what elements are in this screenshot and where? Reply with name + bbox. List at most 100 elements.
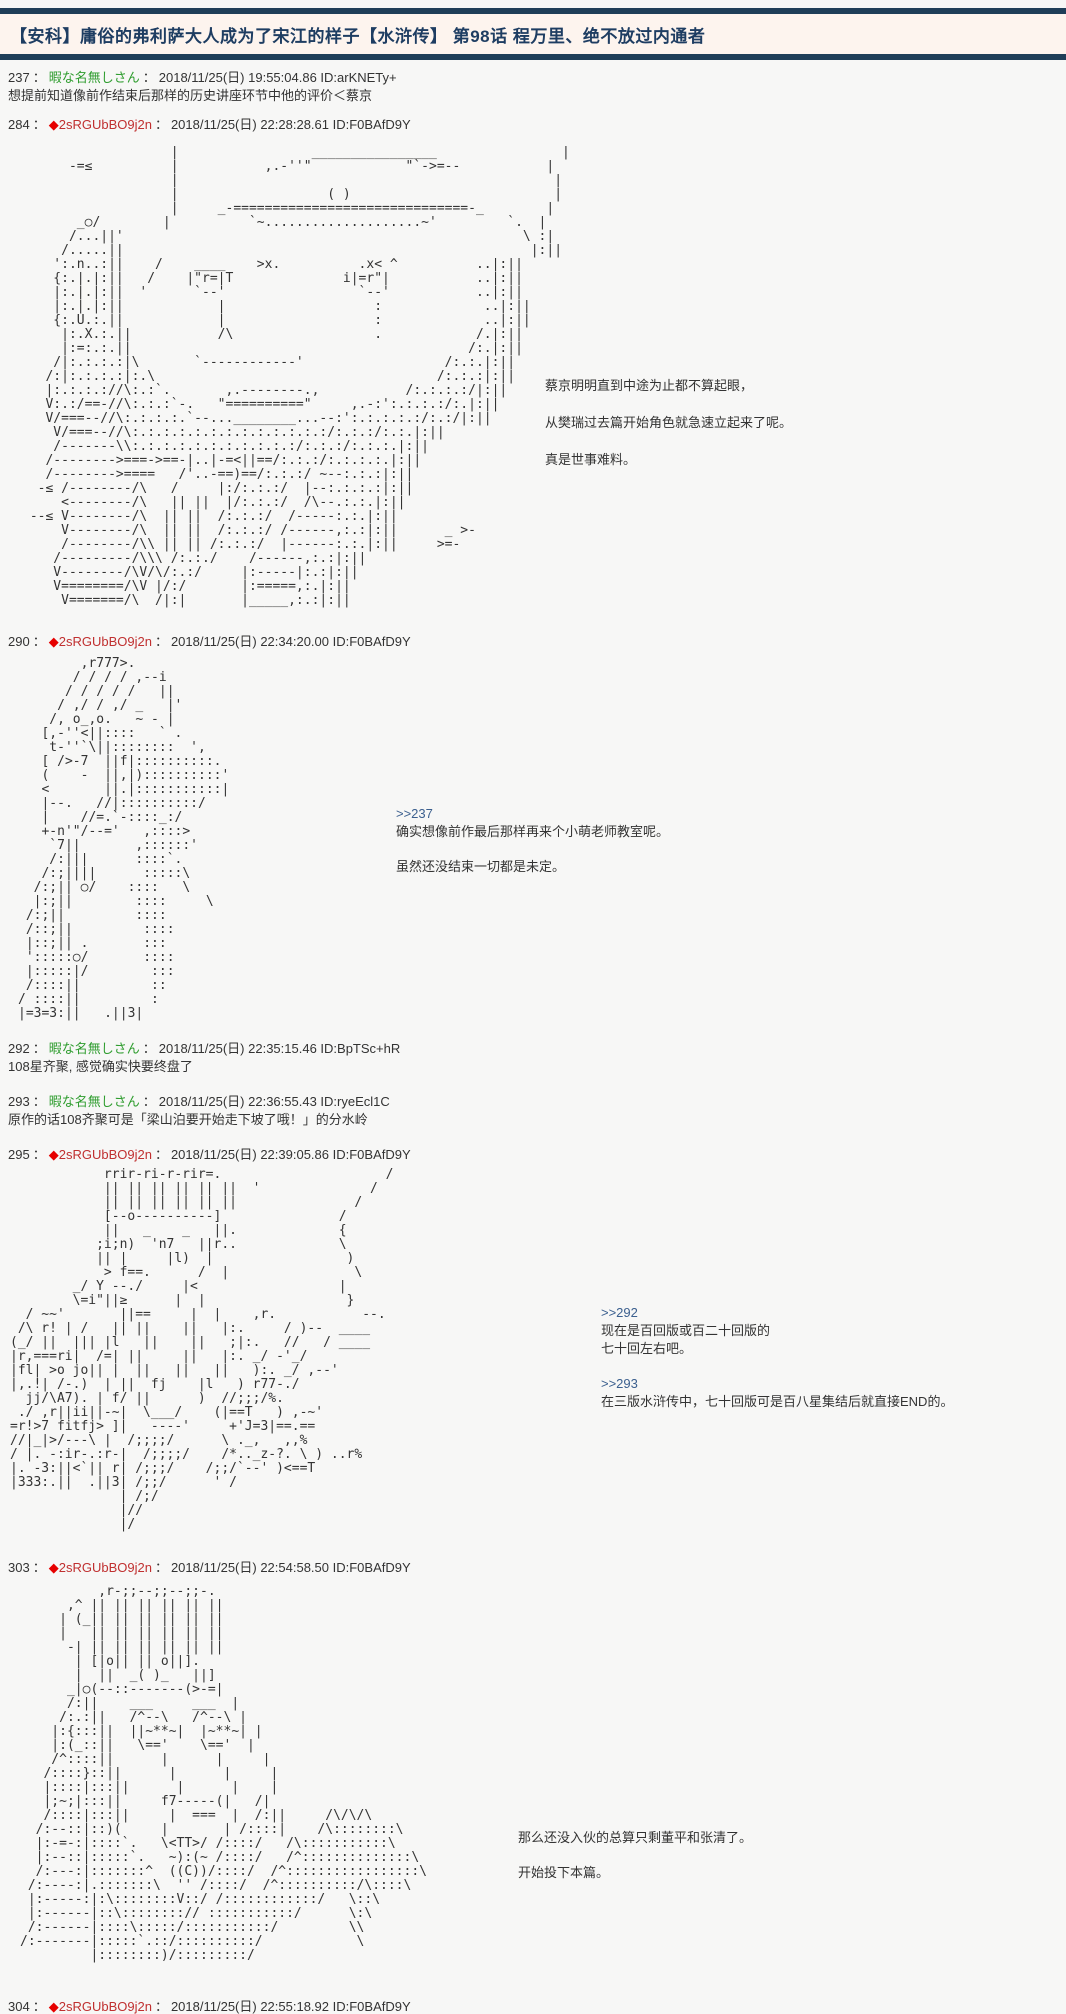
post-header: 303：◆2sRGUbBO9j2n：2018/11/25(日) 22:54:58… bbox=[8, 1560, 1066, 1575]
side-text-line: 现在是百回版或百二十回版的 bbox=[601, 1323, 771, 1338]
tripcode-text: 2sRGUbBO9j2n bbox=[58, 1999, 152, 2014]
post-body: 想提前知道像前作结束后那样的历史讲座环节中他的评价＜蔡京 bbox=[8, 88, 373, 103]
post-284: 284：◆2sRGUbBO9j2n：2018/11/25(日) 22:28:28… bbox=[8, 117, 1066, 608]
post-number: 290 bbox=[8, 634, 30, 649]
separator: ： bbox=[32, 117, 46, 132]
reply-anchor-link[interactable]: >>237 bbox=[396, 806, 433, 821]
title-top-bar bbox=[0, 8, 1066, 14]
separator: ： bbox=[32, 70, 46, 85]
thread-title-banner: 【安科】庸俗的弗利萨大人成为了宋江的样子【水浒传】 第98话 程万里、绝不放过内… bbox=[0, 14, 1066, 54]
post-number: 292 bbox=[8, 1041, 30, 1056]
title-bottom-bar bbox=[0, 54, 1066, 60]
poster-name: 暇な名無しさん bbox=[48, 70, 140, 85]
poster-name-tripcode: ◆2sRGUbBO9j2n bbox=[49, 117, 152, 132]
side-text-line: 从樊瑞过去篇开始角色就急速立起来了呢。 bbox=[545, 415, 793, 430]
ascii-art: | ________________ | -=≤ | ,.-''" "`->=-… bbox=[29, 145, 570, 608]
tripcode-diamond-icon: ◆ bbox=[48, 1560, 59, 1575]
separator: ： bbox=[32, 1147, 46, 1162]
tripcode-diamond-icon: ◆ bbox=[48, 1147, 59, 1162]
post-header: 293：暇な名無しさん：2018/11/25(日) 22:36:55.43 ID… bbox=[8, 1094, 1066, 1109]
post-header: 292：暇な名無しさん：2018/11/25(日) 22:35:15.46 ID… bbox=[8, 1041, 1066, 1056]
side-text-line: 蔡京明明直到中途为止都不算起眼， bbox=[545, 378, 754, 393]
side-commentary: >>237 确实想像前作最后那样再来个小萌老师教室呢。 虽然还没结束一切都是未定… bbox=[396, 805, 669, 876]
separator: ： bbox=[154, 1999, 168, 2014]
ascii-art: ,r777>. / / / / ,--i / / / / / || / ,/ /… bbox=[18, 656, 230, 1021]
post-header: 284：◆2sRGUbBO9j2n：2018/11/25(日) 22:28:28… bbox=[8, 117, 1066, 132]
side-commentary: 那么还没入伙的总算只剩董平和张清了。 开始投下本篇。 bbox=[518, 1829, 752, 1882]
post-meta: 2018/11/25(日) 22:39:05.86 ID:F0BAfD9Y bbox=[170, 1147, 411, 1162]
poster-name: 暇な名無しさん bbox=[48, 1041, 140, 1056]
side-commentary: >>292 现在是百回版或百二十回版的 七十回左右吧。 >>293 在三版水浒传… bbox=[601, 1304, 953, 1411]
reply-anchor-link[interactable]: >>293 bbox=[601, 1376, 638, 1391]
post-meta: 2018/11/25(日) 22:36:55.43 ID:ryeEcl1C bbox=[158, 1094, 390, 1109]
post-237: 237：暇な名無しさん：2018/11/25(日) 19:55:04.86 ID… bbox=[8, 70, 1066, 103]
post-body: 原作的话108齐聚可是「梁山泊要开始走下坡了哦！」的分水岭 bbox=[8, 1112, 368, 1127]
separator: ： bbox=[154, 1147, 168, 1162]
post-number: 284 bbox=[8, 117, 30, 132]
separator: ： bbox=[32, 1094, 46, 1109]
side-text-line: 虽然还没结束一切都是未定。 bbox=[396, 859, 566, 874]
post-meta: 2018/11/25(日) 22:54:58.50 ID:F0BAfD9Y bbox=[170, 1560, 411, 1575]
side-text-line: 开始投下本篇。 bbox=[518, 1865, 610, 1880]
post-295: 295：◆2sRGUbBO9j2n：2018/11/25(日) 22:39:05… bbox=[8, 1147, 1066, 1532]
side-commentary: 蔡京明明直到中途为止都不算起眼， 从樊瑞过去篇开始角色就急速立起来了呢。 真是世… bbox=[545, 377, 792, 469]
poster-name: 暇な名無しさん bbox=[48, 1094, 140, 1109]
reply-anchor-link[interactable]: >>292 bbox=[601, 1305, 638, 1320]
ascii-art-section: rrir-ri-r-rir=. / || || || || || || ' / … bbox=[8, 1162, 1066, 1532]
separator: ： bbox=[32, 1041, 46, 1056]
side-text-line: 确实想像前作最后那样再来个小萌老师教室呢。 bbox=[396, 824, 670, 839]
separator: ： bbox=[154, 634, 168, 649]
side-text-line: 在三版水浒传中，七十回版可是百八星集结后就直接END的。 bbox=[601, 1394, 954, 1409]
post-292: 292：暇な名無しさん：2018/11/25(日) 22:35:15.46 ID… bbox=[8, 1041, 1066, 1074]
separator: ： bbox=[154, 1560, 168, 1575]
side-text-line: 七十回左右吧。 bbox=[601, 1341, 693, 1356]
post-number: 237 bbox=[8, 70, 30, 85]
post-number: 303 bbox=[8, 1560, 30, 1575]
post-meta: 2018/11/25(日) 22:34:20.00 ID:F0BAfD9Y bbox=[170, 634, 411, 649]
post-header: 237：暇な名無しさん：2018/11/25(日) 19:55:04.86 ID… bbox=[8, 70, 1066, 85]
page-top-margin bbox=[0, 0, 1066, 8]
poster-name-tripcode: ◆2sRGUbBO9j2n bbox=[49, 634, 152, 649]
tripcode-text: 2sRGUbBO9j2n bbox=[58, 634, 152, 649]
separator: ： bbox=[142, 1094, 156, 1109]
tripcode-text: 2sRGUbBO9j2n bbox=[58, 1560, 152, 1575]
post-header: 304：◆2sRGUbBO9j2n：2018/11/25(日) 22:55:18… bbox=[8, 1999, 1066, 2014]
post-meta: 2018/11/25(日) 22:55:18.92 ID:F0BAfD9Y bbox=[170, 1999, 411, 2014]
poster-name-tripcode: ◆2sRGUbBO9j2n bbox=[49, 1147, 152, 1162]
ascii-art-section: ,r-;;--;;--;;-. ,^ || || || || || || | (… bbox=[8, 1575, 1066, 1963]
side-text-line: 那么还没入伙的总算只剩董平和张清了。 bbox=[518, 1830, 753, 1845]
tripcode-diamond-icon: ◆ bbox=[48, 117, 59, 132]
ascii-art: ,r-;;--;;--;;-. ,^ || || || || || || | (… bbox=[20, 1584, 427, 1963]
post-304: 304：◆2sRGUbBO9j2n：2018/11/25(日) 22:55:18… bbox=[8, 1999, 1066, 2014]
separator: ： bbox=[142, 70, 156, 85]
post-number: 293 bbox=[8, 1094, 30, 1109]
tripcode-text: 2sRGUbBO9j2n bbox=[58, 1147, 152, 1162]
separator: ： bbox=[32, 1560, 46, 1575]
poster-name-tripcode: ◆2sRGUbBO9j2n bbox=[49, 1560, 152, 1575]
separator: ： bbox=[142, 1041, 156, 1056]
tripcode-diamond-icon: ◆ bbox=[48, 634, 59, 649]
ascii-art-section: ,r777>. / / / / ,--i / / / / / || / ,/ /… bbox=[8, 649, 1066, 1021]
separator: ： bbox=[32, 634, 46, 649]
post-303: 303：◆2sRGUbBO9j2n：2018/11/25(日) 22:54:58… bbox=[8, 1560, 1066, 1963]
separator: ： bbox=[32, 1999, 46, 2014]
tripcode-text: 2sRGUbBO9j2n bbox=[58, 117, 152, 132]
separator: ： bbox=[154, 117, 168, 132]
post-meta: 2018/11/25(日) 22:35:15.46 ID:BpTSc+hR bbox=[158, 1041, 401, 1056]
post-number: 295 bbox=[8, 1147, 30, 1162]
post-header: 290：◆2sRGUbBO9j2n：2018/11/25(日) 22:34:20… bbox=[8, 634, 1066, 649]
post-number: 304 bbox=[8, 1999, 30, 2014]
post-body: 108星齐聚, 感觉确实快要终盘了 bbox=[8, 1059, 193, 1074]
ascii-art: rrir-ri-r-rir=. / || || || || || || ' / … bbox=[10, 1167, 394, 1532]
side-text-line: 真是世事难料。 bbox=[545, 452, 637, 467]
thread-title: 【安科】庸俗的弗利萨大人成为了宋江的样子【水浒传】 第98话 程万里、绝不放过内… bbox=[10, 27, 706, 46]
post-290: 290：◆2sRGUbBO9j2n：2018/11/25(日) 22:34:20… bbox=[8, 634, 1066, 1021]
post-meta: 2018/11/25(日) 22:28:28.61 ID:F0BAfD9Y bbox=[170, 117, 411, 132]
ascii-art-section: | ________________ | -=≤ | ,.-''" "`->=-… bbox=[8, 132, 1066, 608]
post-header: 295：◆2sRGUbBO9j2n：2018/11/25(日) 22:39:05… bbox=[8, 1147, 1066, 1162]
poster-name-tripcode: ◆2sRGUbBO9j2n bbox=[49, 1999, 152, 2014]
post-293: 293：暇な名無しさん：2018/11/25(日) 22:36:55.43 ID… bbox=[8, 1094, 1066, 1127]
tripcode-diamond-icon: ◆ bbox=[48, 1999, 59, 2014]
post-meta: 2018/11/25(日) 19:55:04.86 ID:arKNETy+ bbox=[158, 70, 397, 85]
post-list: 237：暇な名無しさん：2018/11/25(日) 19:55:04.86 ID… bbox=[0, 70, 1066, 2014]
